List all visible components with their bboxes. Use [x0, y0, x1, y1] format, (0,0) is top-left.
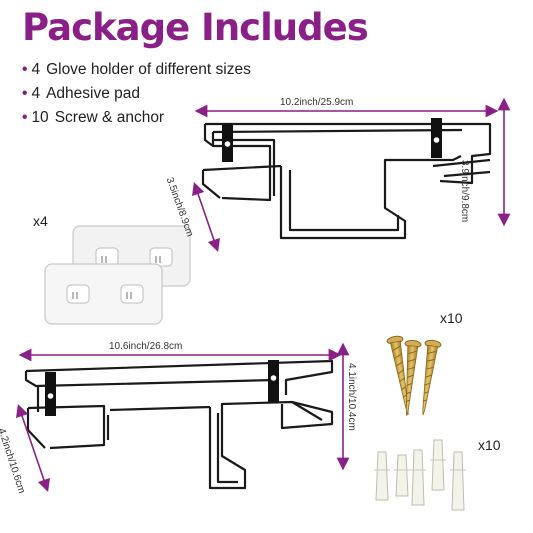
top-height-label: 3.9inch/9.8cm [459, 160, 470, 223]
bottom-width-label: 10.6inch/26.8cm [109, 341, 183, 352]
top-depth-arrow [192, 181, 220, 253]
bottom-height-label: 4.1inch/10.4cm [346, 363, 357, 431]
adhesive-pad [44, 263, 163, 325]
bracket-top-right [431, 118, 442, 158]
glove-holder-small [201, 122, 492, 240]
screws [386, 335, 442, 416]
glove-holder-large [24, 359, 334, 490]
bottom-depth-arrow [16, 403, 50, 493]
bracket-top-left [222, 124, 233, 162]
top-width-label: 10.2inch/25.9cm [280, 97, 354, 108]
screws-count: x10 [440, 310, 463, 326]
bracket-bottom-right [268, 360, 279, 402]
bracket-bottom-left [45, 372, 56, 416]
page-title: Package Includes [22, 6, 369, 49]
anchors-count: x10 [478, 437, 501, 453]
anchors [374, 439, 466, 511]
pads-count: x4 [33, 213, 48, 229]
